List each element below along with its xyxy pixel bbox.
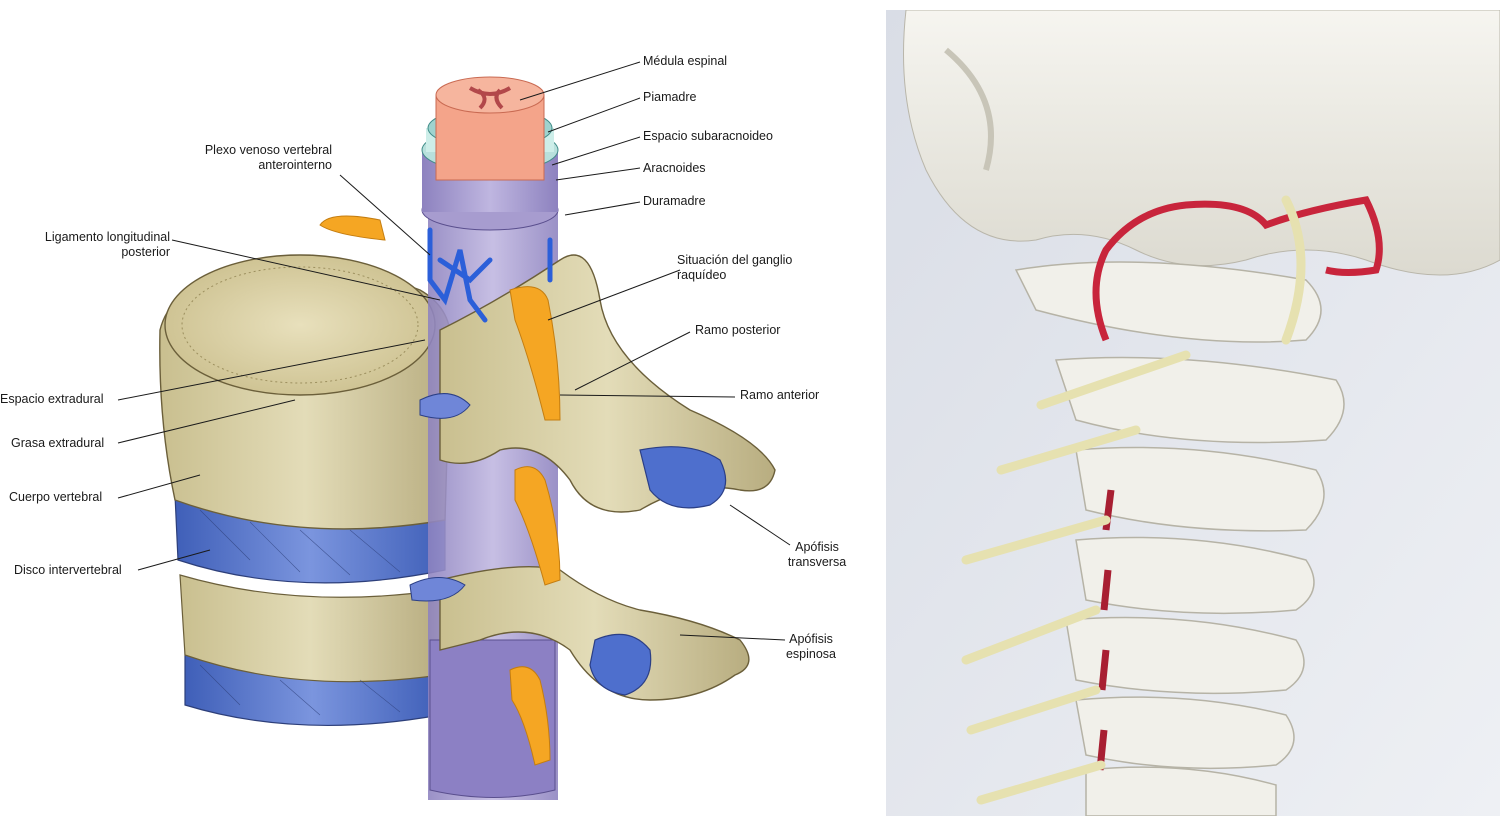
label-ligamento-line1: Ligamento longitudinal: [44, 230, 170, 244]
label-aracnoides: Aracnoides: [643, 161, 706, 175]
label-ligamento-longitudinal: Ligamento longitudinal posterior: [10, 230, 170, 260]
label-plexo-venoso: Plexo venoso vertebral anterointerno: [160, 143, 332, 173]
label-plexo-venoso-line1: Plexo venoso vertebral: [204, 143, 332, 157]
label-disco-intervertebral: Disco intervertebral: [14, 563, 122, 577]
label-duramadre: Duramadre: [643, 194, 706, 208]
label-apofisis-transversa: Apófisis transversa: [782, 540, 852, 570]
label-apofisis-transversa-line2: transversa: [787, 555, 847, 569]
spine-model-drawing: [886, 10, 1500, 816]
label-cuerpo-vertebral: Cuerpo vertebral: [9, 490, 103, 504]
vertebral-artery: [1092, 196, 1383, 342]
label-apofisis-espinosa-line2: espinosa: [785, 647, 837, 661]
label-plexo-venoso-line2: anterointerno: [258, 158, 332, 172]
label-medula-espinal: Médula espinal: [643, 54, 728, 68]
label-situacion-ganglio-line2: raquídeo: [677, 268, 727, 282]
label-ramo-posterior: Ramo posterior: [695, 323, 781, 337]
label-apofisis-transversa-line1: Apófisis: [795, 540, 839, 554]
cervical-spine-model-photo: [886, 10, 1500, 816]
vertebral-body-top: [164, 254, 436, 396]
plastic-nerves: [961, 195, 1306, 805]
spinal-nerves: [319, 215, 561, 766]
label-grasa-extradural: Grasa extradural: [11, 436, 105, 450]
lower-vertebral-body: [179, 574, 441, 683]
label-espacio-subaracnoideo: Espacio subaracnoideo: [643, 129, 773, 143]
label-situacion-ganglio: Situación del ganglio raquídeo: [677, 253, 792, 283]
cervical-vertebrae: [1014, 261, 1345, 816]
label-situacion-ganglio-line1: Situación del ganglio: [677, 253, 793, 267]
label-ligamento-line2: posterior: [121, 245, 170, 259]
vertebra-drawing: [117, 61, 791, 800]
spine-anatomy-illustration: Médula espinal Piamadre Espacio subaracn…: [0, 54, 852, 800]
transverse-process: [639, 446, 727, 509]
venous-plexus: [427, 227, 553, 323]
spinous-process: [589, 633, 652, 696]
label-apofisis-espinosa-line1: Apófisis: [789, 632, 833, 646]
label-apofisis-espinosa: Apófisis espinosa: [776, 632, 846, 662]
label-espacio-extradural: Espacio extradural: [0, 392, 104, 406]
label-piamadre: Piamadre: [643, 90, 697, 104]
label-ramo-anterior: Ramo anterior: [740, 388, 820, 402]
